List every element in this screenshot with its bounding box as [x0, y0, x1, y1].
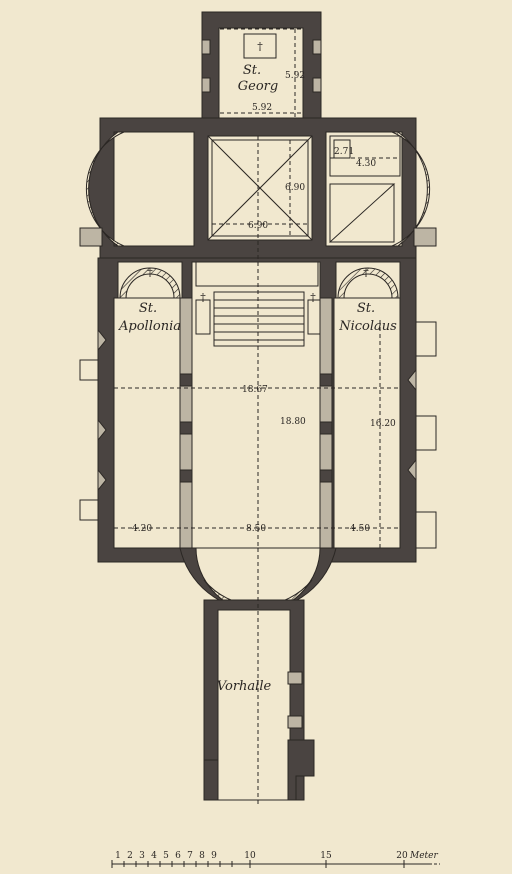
dim-crossing-width: 6.90 — [248, 221, 268, 231]
nicolaus-title-line2: Nicolaus — [338, 319, 397, 334]
nicolaus-title-line1: St. — [357, 301, 375, 316]
dim-nave-total-width: 18.67 — [242, 385, 268, 395]
dim-nave-length: 18.80 — [280, 417, 306, 427]
scale-tick: 4 — [151, 851, 157, 861]
scale-tick: 1 — [115, 851, 121, 861]
scale-tick: 5 — [163, 851, 169, 861]
scale-tick: 10 — [244, 851, 256, 861]
dim-small-room-a: 2.71 — [334, 147, 354, 157]
scale-tick: 2 — [127, 851, 133, 861]
apollonia-title-line2: Apollonia — [118, 319, 181, 334]
scale-tick: 3 — [139, 851, 145, 861]
dim-chapel-height: 5.92 — [285, 71, 305, 81]
dim-nave-width: 8.50 — [246, 524, 266, 534]
scale-unit: Meter — [409, 851, 438, 861]
pillars — [179, 373, 333, 483]
chapel-georg — [201, 11, 322, 123]
georg-title-line1: St. — [243, 63, 261, 78]
scale-ticks: 1 2 3 4 5 6 7 8 9 10 15 20 Meter — [115, 851, 438, 861]
scale-tick: 6 — [175, 851, 181, 861]
cross-icon: † — [363, 266, 369, 279]
cross-icon: † — [310, 291, 316, 304]
dim-chapel-width: 5.92 — [252, 103, 272, 113]
cross-icon: † — [257, 40, 263, 53]
scale-tick: 20 — [396, 851, 408, 861]
scale-bar — [111, 860, 440, 868]
scale-tick: 8 — [199, 851, 205, 861]
dim-crossing-height: 6.90 — [285, 183, 305, 193]
vestibule — [203, 548, 315, 804]
vorhalle-title: Vorhalle — [217, 679, 272, 694]
cross-icon: † — [147, 266, 153, 279]
nave — [79, 136, 437, 563]
scale-tick: 15 — [320, 851, 332, 861]
dim-small-room-b: 4.30 — [356, 159, 376, 169]
apollonia-title-line1: St. — [139, 301, 157, 316]
dim-right-aisle-length: 16.20 — [370, 419, 396, 429]
cross-icon: † — [200, 291, 206, 304]
scale-tick: 7 — [187, 851, 193, 861]
scale-tick: 9 — [211, 851, 217, 861]
dim-right-aisle-width: 4.50 — [350, 524, 370, 534]
georg-title-line2: Georg — [238, 79, 278, 94]
dim-left-aisle-width: 4.20 — [132, 524, 152, 534]
